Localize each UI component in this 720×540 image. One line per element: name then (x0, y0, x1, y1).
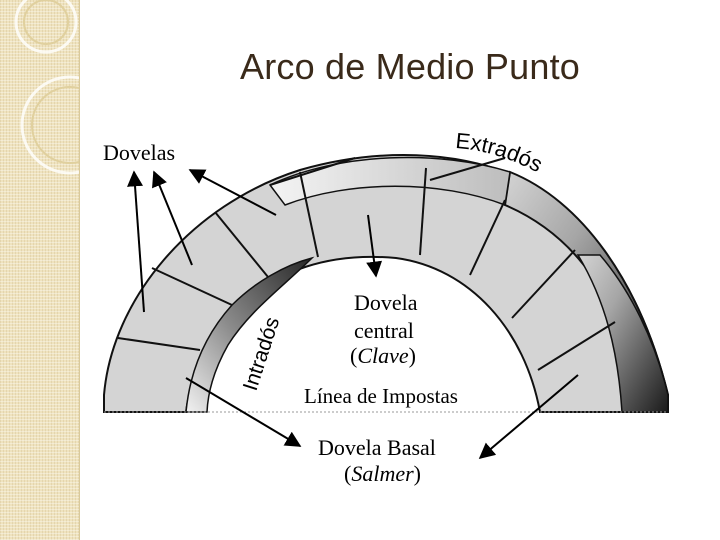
sidebar-ornament-circles (14, 0, 79, 175)
label-dovela-basal: Dovela Basal (318, 435, 436, 460)
label-salmer-open: ( (344, 461, 351, 486)
label-salmer-close: ) (414, 461, 421, 486)
label-clave-open: ( (350, 343, 357, 368)
arch-body (103, 154, 669, 413)
label-dovela-central-2: central (354, 318, 414, 343)
label-intrados: Intradós (239, 314, 284, 393)
label-linea-impostas: Línea de Impostas (304, 384, 458, 408)
label-dovela-central-1: Dovela (354, 290, 418, 315)
label-clave-word: Clave (357, 343, 409, 368)
arch-right-face (576, 254, 669, 413)
slide-title: Arco de Medio Punto (240, 46, 580, 87)
label-dovelas: Dovelas (103, 140, 175, 165)
label-clave-close: ) (409, 343, 416, 368)
intrados-band (185, 256, 315, 413)
label-salmer-word: Salmer (351, 461, 414, 486)
label-salmer: (Salmer) (344, 461, 421, 486)
arch-top-band (268, 156, 511, 207)
label-clave: (Clave) (350, 343, 416, 368)
voussoir-joints (104, 157, 616, 413)
label-arrows (127, 169, 579, 460)
decorative-sidebar (0, 0, 80, 540)
